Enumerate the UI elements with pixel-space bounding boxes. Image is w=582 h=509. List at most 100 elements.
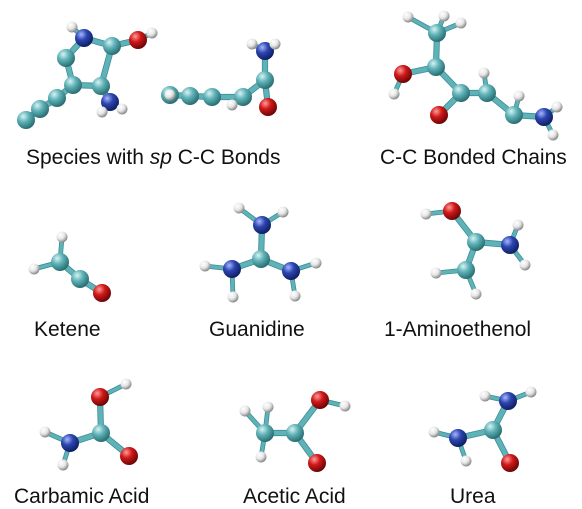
hydrogen-atom — [547, 129, 559, 141]
hydrogen-atom — [460, 455, 472, 467]
label-acetic-acid: Acetic Acid — [243, 485, 346, 508]
nitrogen-atom — [449, 429, 467, 447]
hydrogen-atom — [310, 257, 322, 269]
nitrogen-atom — [256, 42, 274, 60]
label-urea: Urea — [450, 485, 496, 508]
hydrogen-atom — [233, 202, 245, 214]
oxygen-atom — [129, 31, 147, 49]
nitrogen-atom — [499, 392, 517, 410]
molecule-guanidine — [199, 202, 322, 303]
nitrogen-atom — [75, 29, 93, 47]
hydrogen-atom — [255, 451, 267, 463]
label-aminoethenol: 1-Aminoethenol — [384, 318, 532, 341]
hydrogen-atom — [289, 290, 301, 302]
oxygen-atom — [430, 106, 448, 124]
label-sp-species-post: C-C Bonds — [171, 146, 281, 169]
carbon-atom — [71, 270, 89, 288]
hydrogen-atom — [226, 99, 238, 111]
hydrogen-atom — [420, 208, 432, 220]
hydrogen-atom — [116, 103, 128, 115]
label-carbamic-acid: Carbamic Acid — [14, 485, 150, 508]
carbon-atom — [181, 87, 199, 105]
label-guanidine: Guanidine — [209, 318, 305, 341]
carbon-atom — [505, 106, 523, 124]
hydrogen-atom — [269, 38, 281, 50]
molecule-acetic-acid — [239, 391, 351, 472]
nitrogen-atom — [282, 262, 300, 280]
carbon-atom — [478, 84, 496, 102]
carbon-atom — [17, 111, 35, 129]
carbon-atom — [51, 253, 69, 271]
oxygen-atom — [93, 284, 111, 302]
carbon-atom — [467, 233, 485, 251]
hydrogen-atom — [428, 426, 440, 438]
molecule-ketene — [28, 231, 111, 302]
oxygen-atom — [443, 202, 461, 220]
molecule-urea — [428, 386, 537, 472]
hydrogen-atom — [28, 263, 40, 275]
carbon-atom — [286, 424, 304, 442]
carbon-atom — [256, 71, 274, 89]
carbon-atom — [484, 421, 502, 439]
carbon-atom — [428, 24, 446, 42]
hydrogen-atom — [478, 67, 490, 79]
carbon-atom — [103, 37, 121, 55]
hydrogen-atom — [512, 219, 524, 231]
oxygen-atom — [501, 454, 519, 472]
label-sp-species-italic: sp — [149, 146, 172, 169]
hydrogen-atom — [430, 267, 442, 279]
carbon-atom — [427, 58, 445, 76]
hydrogen-atom — [239, 405, 251, 417]
hydrogen-atom — [96, 106, 108, 118]
label-cc-chains: C-C Bonded Chains — [380, 146, 567, 169]
molecule-carbamic-acid — [39, 378, 138, 471]
hydrogen-atom — [277, 206, 289, 218]
molecule-cc-chains — [388, 10, 563, 141]
hydrogen-atom — [199, 260, 211, 272]
oxygen-atom — [91, 388, 109, 406]
hydrogen-atom — [470, 288, 482, 300]
oxygen-atom — [120, 447, 138, 465]
nitrogen-atom — [61, 434, 79, 452]
nitrogen-atom — [535, 108, 553, 126]
carbon-atom — [31, 100, 49, 118]
hydrogen-atom — [164, 89, 176, 101]
carbon-atom — [452, 84, 470, 102]
carbon-atom — [457, 261, 475, 279]
carbon-atom — [234, 88, 252, 106]
hydrogen-atom — [438, 10, 450, 22]
hydrogen-atom — [519, 259, 531, 271]
hydrogen-atom — [513, 90, 525, 102]
hydrogen-atom — [339, 400, 351, 412]
oxygen-atom — [311, 391, 329, 409]
label-ketene: Ketene — [34, 318, 101, 341]
hydrogen-atom — [402, 11, 414, 23]
carbon-atom — [64, 76, 82, 94]
carbon-atom — [48, 89, 66, 107]
carbon-atom — [252, 250, 270, 268]
hydrogen-atom — [66, 21, 78, 33]
hydrogen-atom — [227, 291, 239, 303]
carbon-atom — [92, 424, 110, 442]
molecule-aminoethenol — [420, 202, 531, 300]
hydrogen-atom — [388, 88, 400, 100]
label-sp-species: Species with sp C-C Bonds — [26, 146, 280, 170]
hydrogen-atom — [120, 378, 132, 390]
carbon-atom — [57, 49, 75, 67]
nitrogen-atom — [223, 260, 241, 278]
carbon-atom — [92, 77, 110, 95]
hydrogen-atom — [455, 17, 467, 29]
carbon-atom — [256, 424, 274, 442]
nitrogen-atom — [253, 216, 271, 234]
hydrogen-atom — [39, 426, 51, 438]
hydrogen-atom — [56, 231, 68, 243]
molecule-sp-species — [17, 21, 281, 129]
carbon-atom — [203, 88, 221, 106]
hydrogen-atom — [246, 38, 258, 50]
nitrogen-atom — [101, 93, 119, 111]
hydrogen-atom — [57, 459, 69, 471]
oxygen-atom — [259, 98, 277, 116]
oxygen-atom — [394, 65, 412, 83]
hydrogen-atom — [146, 27, 158, 39]
